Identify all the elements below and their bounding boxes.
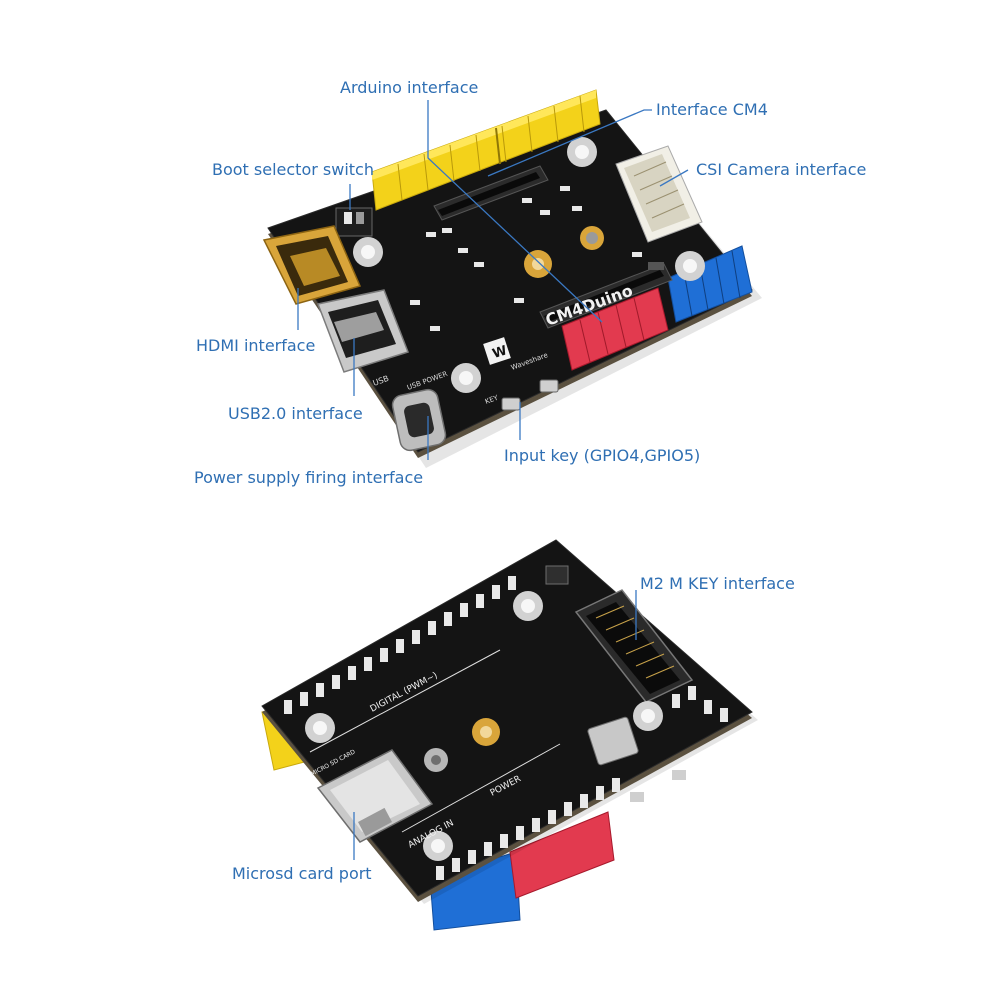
side-button-1: [630, 792, 644, 802]
pad-row-analog: [436, 778, 620, 880]
mount-holes-top: [353, 137, 705, 393]
side-button-2: [672, 770, 686, 780]
csi-connector: [615, 145, 703, 243]
callout-hdmi-interface: HDMI interface: [196, 336, 316, 355]
callout-csi-camera-interface: CSI Camera interface: [696, 160, 867, 179]
callout-interface-cm4: Interface CM4: [656, 100, 768, 119]
boot-switch: [335, 207, 373, 237]
callout-input-key: Input key (GPIO4,GPIO5): [504, 446, 701, 465]
callout-arduino-interface: Arduino interface: [340, 78, 479, 97]
leader-arduino: [427, 100, 603, 323]
usb-port: [316, 289, 409, 373]
microsd-slot: [316, 749, 434, 843]
leader-csi: [659, 169, 689, 187]
smd-components-top: [410, 186, 664, 331]
power-inductor: [587, 716, 639, 766]
waveshare-logo-icon: [483, 337, 511, 365]
svg-text:W: W: [491, 343, 509, 362]
silk-lines-bottom: [309, 649, 561, 833]
callout-m2-m-key-interface: M2 M KEY interface: [640, 574, 795, 593]
mount-holes-bottom: [305, 591, 663, 861]
m2-slot: [574, 589, 694, 703]
hdmi-port: [262, 225, 362, 305]
callout-boot-selector-switch: Boot selector switch: [212, 160, 374, 179]
usbc-port: [391, 388, 447, 452]
cm4-connectors: [433, 165, 673, 329]
regulator-chip: [545, 565, 569, 585]
callout-usb2-interface: USB2.0 interface: [228, 404, 363, 423]
input-keys: [501, 379, 559, 411]
pad-row-digital: [284, 576, 516, 714]
pad-row-right: [672, 686, 728, 722]
leader-cm4: [487, 109, 652, 177]
header-red-bottom: [509, 811, 615, 899]
callout-microsd-card-port: Microsd card port: [232, 864, 372, 883]
callout-power-supply-firing-interface: Power supply firing interface: [194, 468, 424, 487]
top-board: W CM4Duino Waveshare USB USB POWER KEY: [262, 89, 762, 468]
leader-lines: [297, 100, 689, 860]
